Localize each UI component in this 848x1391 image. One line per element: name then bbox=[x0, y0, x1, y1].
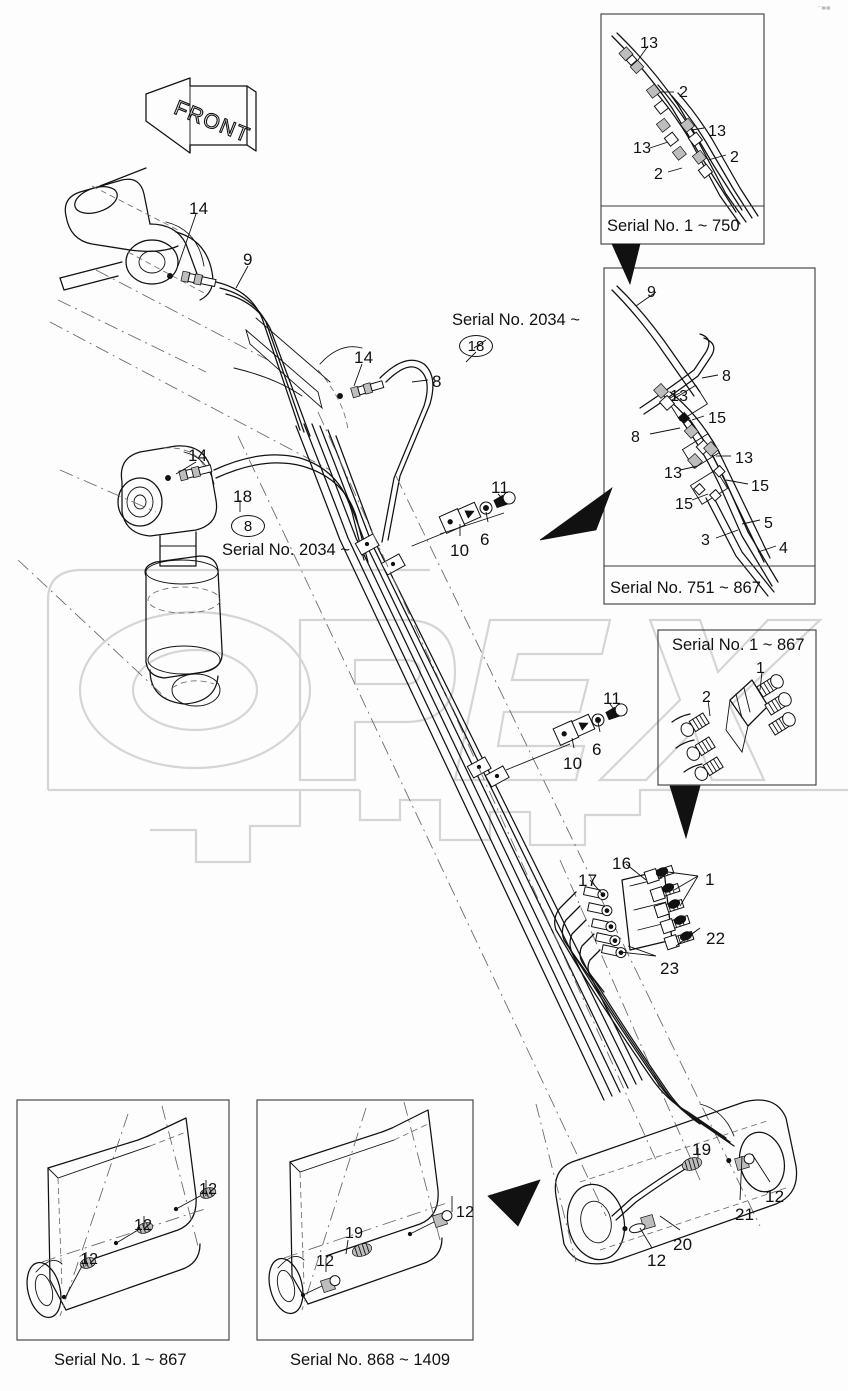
callout-11: 11 bbox=[491, 478, 510, 497]
callout-23: 23 bbox=[660, 959, 680, 978]
callout-10: 10 bbox=[563, 754, 583, 773]
circled-label-18: 18 bbox=[459, 335, 493, 357]
panel-frames bbox=[16, 13, 817, 1341]
panel1-callout-2: 2 bbox=[679, 84, 689, 101]
hose-clamp bbox=[380, 553, 406, 576]
callout-20: 20 bbox=[673, 1235, 693, 1254]
panel2-callout-13: 13 bbox=[664, 465, 683, 482]
panel4-callout-12: 12 bbox=[199, 1181, 218, 1198]
upper-machine-body bbox=[59, 178, 311, 437]
panel4-callout-12: 12 bbox=[80, 1251, 99, 1268]
panel-868-1409-art bbox=[268, 1101, 453, 1315]
hose-clamp bbox=[354, 533, 380, 556]
callout-1: 1 bbox=[705, 870, 715, 889]
front-arrow-shape: FRONT bbox=[145, 77, 257, 154]
boom-phantom bbox=[49, 167, 331, 471]
callout-16: 16 bbox=[612, 854, 632, 873]
mid-swivel-assembly bbox=[117, 445, 369, 707]
callout-6: 6 bbox=[592, 740, 602, 759]
panel-caption-1-867-bottom: Serial No. 1 ~ 867 bbox=[54, 1351, 187, 1369]
main-leader-lines bbox=[175, 213, 617, 749]
panel1-callout-13: 13 bbox=[633, 140, 652, 157]
panel2-callout-9: 9 bbox=[647, 284, 657, 301]
callout-14: 14 bbox=[189, 199, 209, 218]
circled-label-8: 8 bbox=[231, 515, 265, 537]
callout-12: 12 bbox=[647, 1251, 667, 1270]
manifold-assembly bbox=[554, 863, 701, 993]
panel-1-867-bottom-art bbox=[26, 1105, 217, 1319]
callout-9: 9 bbox=[243, 250, 253, 269]
callout-21: 21 bbox=[735, 1205, 755, 1224]
panel-caption-751-867: Serial No. 751 ~ 867 bbox=[610, 579, 761, 597]
serial-note-2034-top: Serial No. 2034 ~ bbox=[452, 311, 580, 329]
panel2-callout-15: 15 bbox=[751, 478, 770, 495]
panel1-callout-13: 13 bbox=[708, 123, 727, 140]
callout-17: 17 bbox=[578, 871, 598, 890]
panel2-callout-13: 13 bbox=[670, 388, 689, 405]
panel4-callout-12: 12 bbox=[134, 1217, 153, 1234]
valve-assembly-upper bbox=[411, 491, 516, 547]
callout-14: 14 bbox=[188, 446, 208, 465]
callout-14: 14 bbox=[354, 348, 374, 367]
panel2-callout-8: 8 bbox=[631, 429, 641, 446]
panel-caption-868-1409: Serial No. 868 ~ 1409 bbox=[290, 1351, 451, 1369]
panel2-callout-5: 5 bbox=[764, 515, 774, 532]
panel3-callout-2: 2 bbox=[702, 689, 712, 706]
callout-12: 12 bbox=[765, 1187, 785, 1206]
callout-18: 18 bbox=[233, 487, 253, 506]
scan-artifact: ⌐▄▄ bbox=[818, 4, 832, 10]
panel1-callout-13: 13 bbox=[640, 35, 659, 52]
panel-751-867-art bbox=[604, 285, 815, 597]
panel3-callout-1: 1 bbox=[756, 660, 766, 677]
callout-22: 22 bbox=[706, 929, 726, 948]
panel2-callout-3: 3 bbox=[701, 532, 711, 549]
frame-phantom-lines bbox=[17, 411, 761, 1227]
panel5-callout-12: 12 bbox=[456, 1204, 475, 1221]
svg-text:FRONT: FRONT bbox=[171, 96, 254, 147]
panel2-callout-15: 15 bbox=[675, 496, 694, 513]
panel1-callout-2: 2 bbox=[730, 149, 740, 166]
panel5-callout-19: 19 bbox=[345, 1225, 364, 1242]
panel-caption-1-867-right: Serial No. 1 ~ 867 bbox=[672, 636, 805, 654]
panel-caption-1-750: Serial No. 1 ~ 750 bbox=[607, 217, 740, 235]
serial-note-2034-bottom: Serial No. 2034 ~ bbox=[222, 541, 350, 559]
panel-pointer-arrows bbox=[487, 243, 701, 1227]
panel2-callout-13: 13 bbox=[735, 450, 754, 467]
lower-frame-assembly bbox=[535, 969, 798, 1265]
callout-6: 6 bbox=[480, 530, 490, 549]
panel5-callout-12: 12 bbox=[316, 1253, 335, 1270]
callout-10: 10 bbox=[450, 541, 470, 560]
callout-19: 19 bbox=[692, 1140, 712, 1159]
callout-8: 8 bbox=[432, 372, 442, 391]
valve-assembly-lower bbox=[505, 703, 628, 771]
callout-11: 11 bbox=[603, 689, 622, 708]
panel-1-750-art bbox=[601, 32, 764, 225]
main-hose-bundle bbox=[295, 423, 643, 1101]
hose-clamp bbox=[484, 765, 510, 788]
panel2-callout-8: 8 bbox=[722, 368, 732, 385]
upper-hose-8-loop bbox=[317, 346, 434, 543]
panel2-callout-4: 4 bbox=[779, 540, 789, 557]
panel-1-867-right-art bbox=[671, 671, 796, 781]
panel1-callout-2: 2 bbox=[654, 166, 664, 183]
panel2-callout-15: 15 bbox=[708, 410, 727, 427]
